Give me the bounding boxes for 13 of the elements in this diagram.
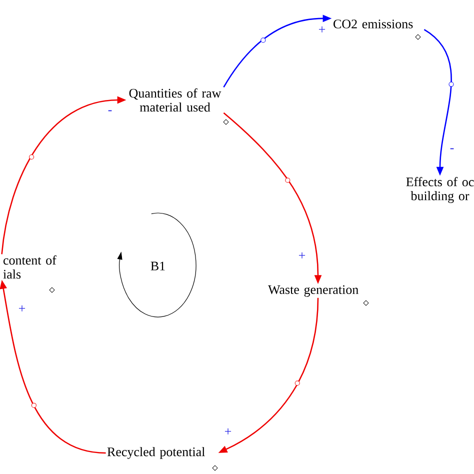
- variable-label: Waste generation: [268, 285, 358, 297]
- polarity-sign: -: [449, 148, 455, 152]
- variable-label: Effects of oc building or: [406, 177, 474, 203]
- polarity-sign: -: [107, 110, 113, 114]
- polarity-sign: +: [318, 26, 326, 34]
- polarity-sign: +: [18, 304, 26, 314]
- variable-label: Quantities of raw material used: [129, 88, 222, 112]
- polarity-sign: +: [224, 428, 232, 436]
- loop-label: B1: [150, 262, 165, 270]
- polarity-sign: +: [298, 252, 306, 260]
- variable-label: content of ials: [3, 255, 56, 279]
- variable-label: Recycled potential: [107, 447, 205, 459]
- variable-label: CO2 emissions: [334, 20, 413, 28]
